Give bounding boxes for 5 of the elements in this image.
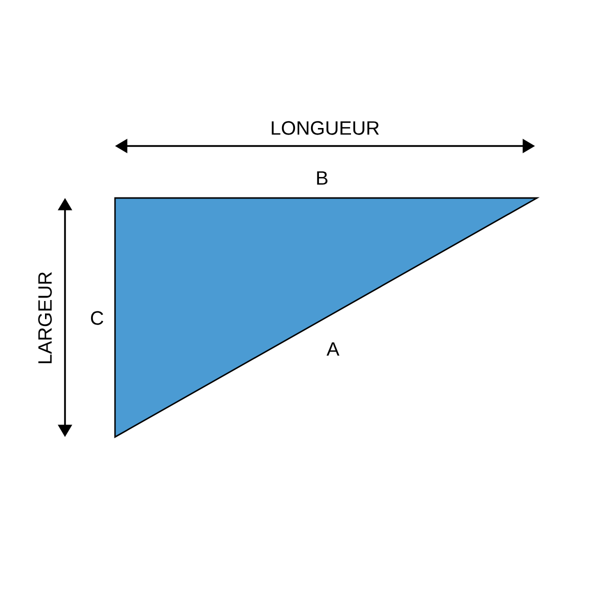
dimension-label: LARGEUR xyxy=(38,272,52,364)
side-label: C xyxy=(91,311,104,325)
side-label: A xyxy=(326,342,340,356)
side-label: B xyxy=(317,171,328,185)
dimension-label: LONGUEUR xyxy=(272,121,379,135)
